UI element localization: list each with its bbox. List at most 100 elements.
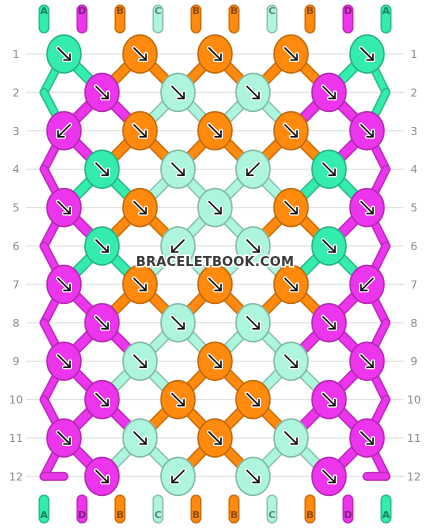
strand-letter: B [192,510,200,521]
knot [311,456,347,497]
arrow-down-right-icon [132,199,148,216]
strand-letter: B [230,510,238,521]
knot [235,149,271,189]
strand-letter: B [192,6,200,17]
knot [273,34,309,74]
knot [349,111,385,151]
arrow-down-right-icon [321,84,337,101]
strand-letter: D [78,510,86,521]
row-number-right: 9 [411,355,418,368]
knot [349,341,385,381]
arrow-down-right-icon [207,199,223,216]
row-number-left: 7 [13,278,20,291]
strand-letter: A [40,6,48,17]
knot [160,303,196,343]
row-number-right: 5 [411,202,418,215]
row-number-left: 3 [13,125,20,138]
arrow-down-right-icon [245,391,261,408]
row-number-left: 6 [13,240,20,253]
row-number-right: 12 [407,470,421,483]
knot [197,187,233,228]
arrow-down-right-icon [245,238,261,254]
strand-letter: B [306,6,314,17]
knot [122,187,158,228]
arrow-down-right-icon [283,353,299,370]
arrow-down-left-icon [56,122,72,139]
arrow-down-right-icon [283,46,299,62]
row-number-right: 6 [411,240,418,253]
strand-letter: C [268,510,275,521]
knot [122,418,158,458]
row-number-right: 1 [411,48,418,61]
knot [46,341,82,381]
arrow-down-right-icon [132,46,148,62]
knot [311,379,347,420]
arrow-down-right-icon [283,199,299,216]
arrow-down-right-icon [94,468,110,485]
knot [160,149,196,189]
row-number-right: 3 [411,125,418,138]
knot [160,72,196,113]
strand-letter: B [116,6,124,17]
watermark: BRACELETBOOK.COM [136,255,294,270]
knot [311,149,347,189]
knot [84,149,120,189]
arrow-down-right-icon [170,84,186,101]
knot [46,34,82,74]
knot [273,187,309,228]
arrow-down-left-icon [245,161,261,178]
strand-letter: C [268,6,275,17]
knot [46,418,82,458]
knot [160,379,196,420]
knot [273,418,309,458]
row-number-left: 11 [9,432,23,445]
strand-letter: D [78,6,86,17]
knot [122,111,158,151]
knot [311,303,347,343]
arrow-down-right-icon [170,391,186,408]
arrow-down-right-icon [321,468,337,485]
arrow-down-right-icon [359,199,375,216]
arrow-down-right-icon [132,430,148,446]
arrow-down-right-icon [94,84,110,101]
row-number-left: 12 [9,470,23,483]
knot [122,34,158,74]
arrow-down-right-icon [245,84,261,101]
row-number-left: 9 [13,355,20,368]
knot [235,72,271,113]
knot [84,379,120,420]
strand-letter: D [344,510,352,521]
knot [311,226,347,266]
knot [46,264,82,305]
arrow-down-right-icon [283,122,299,139]
arrow-down-right-icon [132,353,148,370]
arrow-down-right-icon [94,161,110,178]
knot [273,264,309,305]
arrow-down-right-icon [207,276,223,293]
knot [84,456,120,497]
arrow-down-right-icon [207,353,223,370]
knot [122,341,158,381]
row-number-left: 8 [13,317,20,330]
arrow-down-right-icon [207,430,223,446]
row-number-right: 4 [411,163,418,176]
knot [84,303,120,343]
knot [349,418,385,458]
row-number-left: 4 [13,163,20,176]
knot [349,34,385,74]
arrow-down-right-icon [245,468,261,485]
knot [197,264,233,305]
arrow-down-left-icon [170,238,186,254]
knot [197,34,233,74]
arrow-down-right-icon [170,314,186,331]
knot [235,303,271,343]
row-number-right: 8 [411,317,418,330]
arrow-down-right-icon [56,430,72,446]
strand-letter: A [382,6,390,17]
knot [84,226,120,266]
arrow-down-right-icon [170,161,186,178]
arrow-down-right-icon [56,46,72,62]
arrow-down-right-icon [359,430,375,446]
